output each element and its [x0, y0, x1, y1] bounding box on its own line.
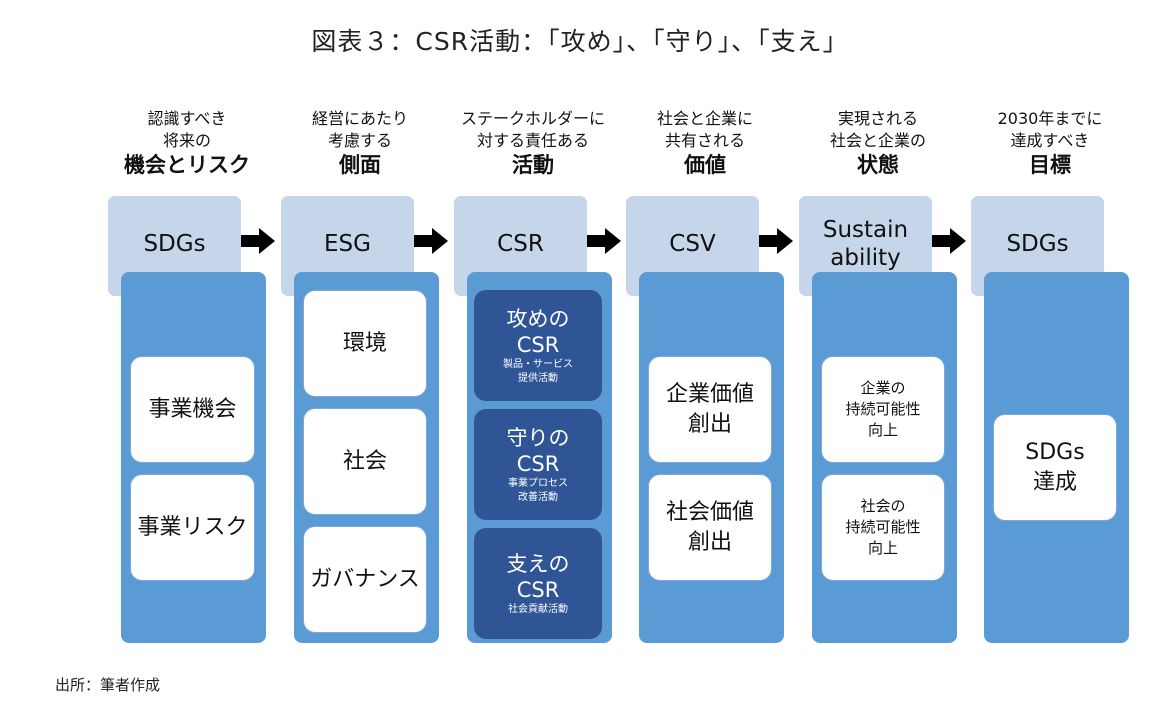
header-line: ステークホルダーに	[460, 109, 605, 128]
header-bold: 目標	[1029, 153, 1071, 177]
header-bold: 機会とリスク	[124, 153, 250, 177]
header-line: 2030年までに	[997, 109, 1103, 128]
box-offensive-csr: 攻めの CSR 製品・サービス 提供活動	[474, 290, 602, 401]
box-social: 社会	[303, 408, 427, 515]
box-environment: 環境	[303, 290, 427, 397]
tab-label-sdgs: SDGs	[143, 231, 206, 257]
tab-label-esg: ESG	[324, 231, 371, 257]
box-supportive-csr: 支えの CSR 社会貢献活動	[474, 528, 602, 639]
box-corporate-sustainability: 企業の 持続可能性 向上	[821, 356, 945, 463]
arrow-right-icon	[587, 228, 621, 254]
box-social-sustainability: 社会の 持続可能性 向上	[821, 474, 945, 581]
arrow-right-icon	[932, 228, 966, 254]
column-goals: 2030年までに 達成すべき 目標 SDGs SDGs 達成	[971, 0, 1129, 709]
column-aspects: 経営にあたり 考慮する 側面 ESG 環境 社会 ガバナンス	[281, 0, 439, 709]
header-line: 認識すべき	[147, 109, 227, 128]
column-opportunities-risks: 認識すべき 将来の 機会とリスク SDGs 事業機会 事業リスク	[108, 0, 266, 709]
column-header: 認識すべき 将来の 機会とリスク	[108, 108, 266, 176]
header-bold: 側面	[339, 153, 381, 177]
source-note: 出所：筆者作成	[55, 676, 161, 694]
box-sdgs-achievement: SDGs 達成	[993, 414, 1117, 521]
arrow-right-icon	[414, 228, 448, 254]
tab-label-csr: CSR	[497, 231, 544, 257]
column-state: 実現される 社会と企業の 状態 Sustain ability 企業の 持続可能…	[799, 0, 957, 709]
header-bold: 活動	[512, 153, 554, 177]
header-line: 実現される	[837, 109, 918, 128]
box-governance: ガバナンス	[303, 526, 427, 633]
column-activities: ステークホルダーに 対する責任ある 活動 CSR 攻めの CSR 製品・サービス…	[454, 0, 612, 709]
column-header: 2030年までに 達成すべき 目標	[971, 108, 1129, 176]
column-value: 社会と企業に 共有される 価値 CSV 企業価値 創出 社会価値 創出	[626, 0, 784, 709]
column-header: 社会と企業に 共有される 価値	[626, 108, 784, 176]
header-line: 考慮する	[327, 131, 392, 150]
box-business-risk: 事業リスク	[130, 474, 255, 581]
header-line: 達成すべき	[1010, 131, 1090, 150]
tab-label-sdgs: SDGs	[1006, 231, 1069, 257]
header-line: 共有される	[664, 131, 745, 150]
header-line: 社会と企業の	[829, 131, 926, 150]
tab-label-csv: CSV	[669, 231, 716, 257]
column-header: 経営にあたり 考慮する 側面	[281, 108, 439, 176]
header-bold: 状態	[857, 153, 899, 177]
header-line: 対する責任ある	[476, 131, 589, 150]
arrow-right-icon	[759, 228, 793, 254]
box-corporate-value: 企業価値 創出	[648, 356, 772, 463]
header-bold: 価値	[684, 153, 726, 177]
arrow-right-icon	[241, 228, 275, 254]
column-header: ステークホルダーに 対する責任ある 活動	[454, 108, 612, 176]
header-line: 社会と企業に	[656, 109, 753, 128]
box-business-opportunity: 事業機会	[130, 356, 255, 463]
figure-title: 図表３：CSR活動：「攻め」、「守り」、「支え」	[311, 27, 849, 56]
header-line: 経営にあたり	[311, 109, 408, 128]
box-defensive-csr: 守りの CSR 事業プロセス 改善活動	[474, 409, 602, 520]
column-header: 実現される 社会と企業の 状態	[799, 108, 957, 176]
tab-label-sustainability: Sustain ability	[822, 217, 909, 271]
header-line: 将来の	[162, 131, 211, 150]
box-social-value: 社会価値 創出	[648, 474, 772, 581]
